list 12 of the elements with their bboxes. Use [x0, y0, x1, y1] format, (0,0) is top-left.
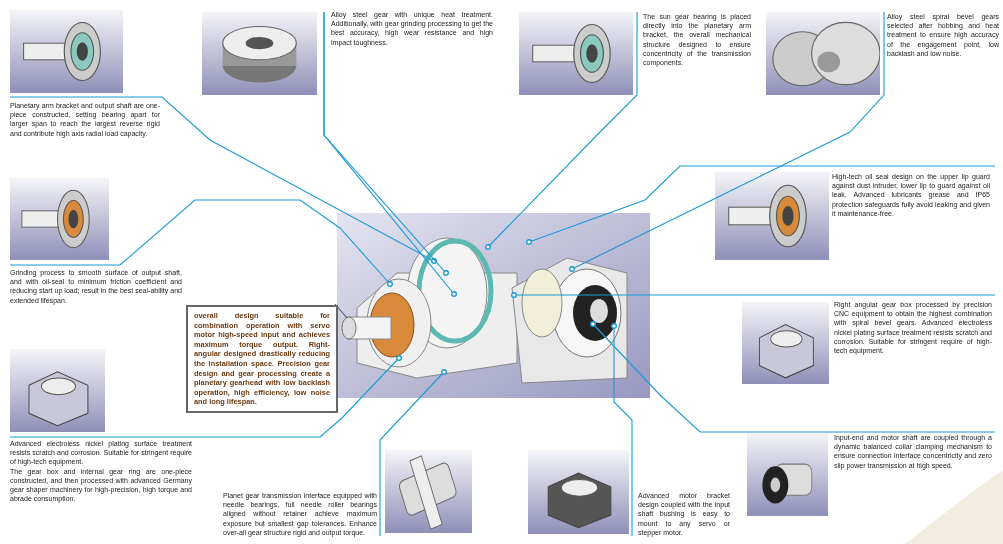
leader-line — [485, 11, 638, 250]
leader-line — [590, 321, 996, 433]
leader-line — [569, 11, 885, 272]
leader-line — [379, 369, 447, 537]
leader-line — [611, 323, 633, 537]
gearhead-drawing — [337, 213, 650, 398]
leader-line — [526, 165, 996, 245]
leader-line — [9, 355, 402, 438]
leader-line — [9, 96, 437, 264]
leader-line — [334, 303, 348, 319]
leader-line — [511, 292, 996, 298]
leader-line — [9, 199, 393, 287]
